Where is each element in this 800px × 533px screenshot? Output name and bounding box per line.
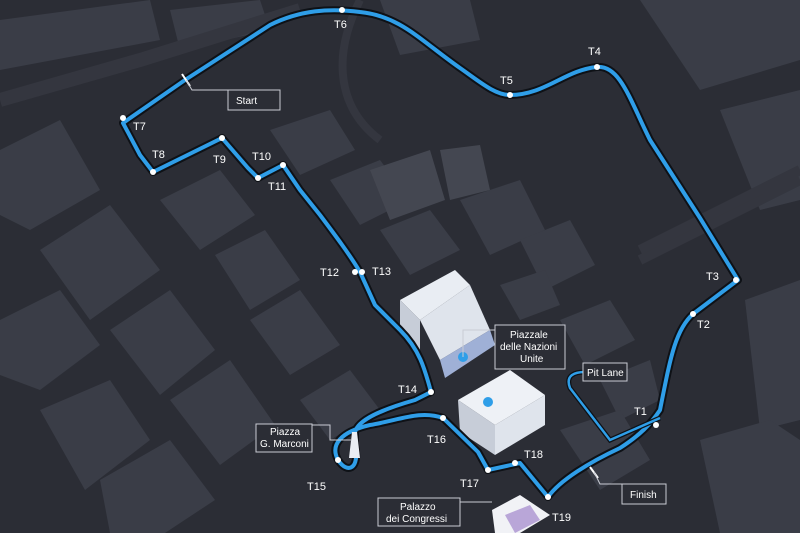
turn-label-t18: T18 [524,449,543,461]
marconi-label-line2: G. Marconi [260,439,309,450]
turn-label-t2: T2 [697,319,710,331]
turn-label-t3: T3 [706,271,719,283]
congressi-callout: Palazzo dei Congressi [377,497,492,527]
marconi-label-line1: Piazza [270,427,300,438]
turn-dot-t9 [219,135,225,141]
turn-label-t10: T10 [252,151,271,163]
circuit-track [119,6,742,501]
building-congressi [492,495,550,533]
turn-label-t17: T17 [460,478,479,490]
turn-label-t4: T4 [588,46,601,58]
congressi-label-line1: Palazzo [400,502,436,513]
piazzale-label-line2: delle Nazioni [500,342,557,353]
finish-label: Finish [630,490,657,501]
turn-dot-t6 [339,7,345,13]
building-piazzale-north [400,270,495,378]
start-label: Start [236,96,257,107]
turn-label-t9: T9 [213,154,226,166]
turn-dot-t15 [335,457,341,463]
turn-label-t1: T1 [634,406,647,418]
turn-dot-t10 [255,175,261,181]
turn-dot-t16 [440,415,446,421]
piazzale-label-line1: Piazzale [510,330,548,341]
pit-lane-label: Pit Lane [587,368,624,379]
turn-label-t12: T12 [320,267,339,279]
turn-dot-t17 [485,467,491,473]
turn-label-t5: T5 [500,75,513,87]
congressi-label-line2: dei Congressi [386,514,447,525]
turn-label-t8: T8 [152,149,165,161]
marconi-callout: Piazza G. Marconi [255,423,360,458]
roads [0,0,800,265]
turn-labels: T1 T2 T3 T4 T5 T6 T7 T8 T9 T10 T11 T12 T… [133,19,719,524]
turn-label-t6: T6 [334,19,347,31]
start-callout: Start [185,79,281,111]
turn-dot-t18 [512,460,518,466]
turn-dot-t2 [690,311,696,317]
turn-dot-t3 [733,277,739,283]
turn-markers [120,7,739,500]
turn-dot-t12 [352,269,358,275]
turn-label-t19: T19 [552,512,571,524]
piazzale-label-line3: Unite [520,354,544,365]
turn-dot-t4 [594,64,600,70]
turn-dot-t8 [150,169,156,175]
building-piazzale-south [458,370,545,455]
turn-dot-t14 [428,389,434,395]
turn-dot-t7 [120,115,126,121]
turn-label-t13: T13 [372,266,391,278]
turn-label-t16: T16 [427,434,446,446]
turn-dot-t11 [280,162,286,168]
pit-lane-callout: Pit Lane [582,362,628,382]
turn-label-t15: T15 [307,481,326,493]
turn-dot-t13 [359,269,365,275]
turn-dot-t19 [545,494,551,500]
turn-label-t11: T11 [268,181,286,193]
turn-dot-t5 [507,92,513,98]
turn-label-t14: T14 [398,384,417,396]
turn-dot-t1 [653,422,659,428]
finish-callout: Finish [593,471,667,505]
piazzale-callout: Piazzale delle Nazioni Unite [462,324,566,370]
turn-label-t7: T7 [133,121,146,133]
